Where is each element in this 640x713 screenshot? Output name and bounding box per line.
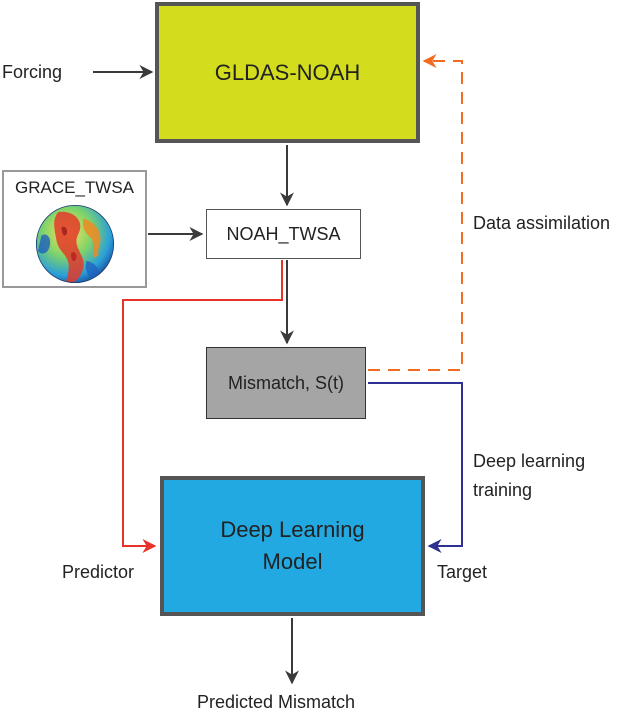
- mismatch-box: Mismatch, S(t): [206, 347, 366, 419]
- deep-learning-model-box: Deep Learning Model: [160, 476, 425, 616]
- deep-learning-model-label-line2: Model: [262, 549, 323, 574]
- gldas-noah-label: GLDAS-NOAH: [214, 59, 361, 85]
- data-assimilation-label: Data assimilation: [473, 213, 611, 233]
- predictor-label: Predictor: [62, 562, 135, 582]
- grace-twsa-label: GRACE_TWSA: [14, 178, 135, 197]
- mismatch-label: Mismatch, S(t): [227, 372, 344, 393]
- arrow-predictor: [122, 260, 283, 553]
- gldas-noah-box: GLDAS-NOAH: [155, 2, 420, 143]
- noah-twsa-box: NOAH_TWSA: [206, 209, 361, 259]
- target-label: Target: [437, 562, 488, 582]
- predicted-mismatch-label: Predicted Mismatch: [197, 692, 356, 712]
- deep-learning-training-line2: training: [473, 480, 533, 500]
- grace-twsa-box: GRACE_TWSA: [2, 170, 147, 288]
- deep-learning-training-label: Deep learning training: [473, 447, 585, 505]
- forcing-label: Forcing: [2, 62, 63, 82]
- deep-learning-model-label-line1: Deep Learning: [220, 517, 365, 542]
- noah-twsa-label: NOAH_TWSA: [226, 223, 341, 244]
- arrow-target: [368, 382, 463, 553]
- arrow-data-assimilation: [368, 54, 463, 371]
- earth-globe-icon: [35, 204, 114, 284]
- deep-learning-training-line1: Deep learning: [473, 451, 586, 471]
